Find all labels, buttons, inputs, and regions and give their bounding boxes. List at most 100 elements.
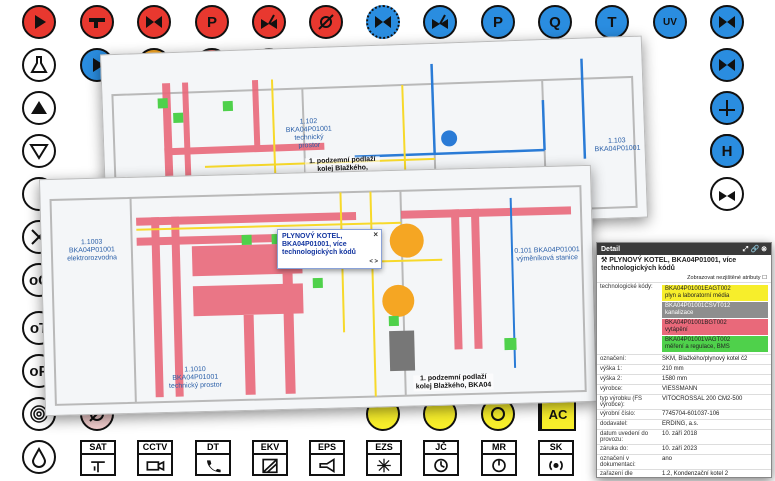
checkbox-icon[interactable]: ☐	[762, 275, 767, 281]
sat-label: SAT	[82, 442, 114, 455]
floor-plan-front-drawing	[40, 165, 596, 416]
temperature-letter: T	[607, 13, 617, 31]
uv-icon: UV	[653, 5, 687, 39]
blue-valve-right-icon	[710, 91, 744, 125]
uv-letter: UV	[663, 16, 677, 28]
attr-row: dodavatel: ERDING, a.s.	[597, 419, 771, 429]
expand-icon[interactable]: ⤢	[742, 245, 749, 253]
eps-label: EPS	[311, 442, 343, 455]
attr-value: 10. září 2018	[662, 431, 698, 437]
detail-header-tools: ⤢ 🔗 ⊗	[743, 245, 767, 254]
blue-check-valve-icon	[710, 48, 744, 82]
attr-value: ERDING, a.s.	[662, 421, 699, 427]
floor-plan-front[interactable]: 1.1003 BKA04P01001 elektrorozvodna 1.101…	[38, 164, 598, 417]
ezs-label: EZS	[368, 442, 400, 455]
flow-letter: Q	[549, 13, 561, 31]
attr-row: záruka do: 10. září 2023	[597, 444, 771, 454]
close-icon[interactable]: ⊗	[761, 245, 767, 253]
popup-text: PLYNOVÝ KOTEL, BKA04P01001, více technol…	[282, 233, 356, 256]
detail-panel[interactable]: Detail ⤢ 🔗 ⊗ ⚒ PLYNOVÝ KOTEL, BKA04P0100…	[596, 242, 772, 478]
link-icon[interactable]: 🔗	[750, 245, 760, 253]
attr-value: VIESSMANN	[662, 386, 698, 392]
popup-close-button[interactable]: ×	[373, 230, 378, 239]
room-label-d: 0.101 BKA04P01001 výměníková stanice	[514, 246, 580, 263]
show-unknown-attrs-toggle[interactable]: Zobrazovat nezjištěné atributy ☐	[597, 275, 771, 282]
object-popup[interactable]: PLYNOVÝ KOTEL, BKA04P01001, více technol…	[277, 229, 382, 269]
attr-key: výška 2:	[600, 376, 623, 382]
jc-icon: JČ	[423, 440, 459, 476]
code-value: BKA04P01001CSVT012	[665, 303, 731, 309]
attr-row: výrobce: VIESSMANN	[597, 384, 771, 394]
attr-value: 210 mm	[662, 366, 684, 372]
code-value: BKA04P01001BGT002	[665, 320, 727, 326]
attr-value: VITOCROSSAL 200 CM2-500	[662, 396, 743, 402]
attr-row: výška 2: 1580 mm	[597, 374, 771, 384]
code-value: BKA04P01001VAGT002	[665, 337, 731, 343]
blue-pressure-icon: P	[481, 5, 515, 39]
pump-icon	[22, 5, 56, 39]
attr-row: typ výrobku (FS výrobce): VITOCROSSAL 200…	[597, 394, 771, 409]
blue-valve-icon	[710, 5, 744, 39]
room-label-a: 1.102 BKA04P01001 technický prostor	[285, 117, 332, 150]
code-desc: plyn a laboratorní média	[665, 293, 730, 299]
attr-key: záruka do:	[600, 446, 629, 452]
attr-value: ano	[662, 456, 673, 462]
attr-key: výrobní číslo:	[600, 411, 636, 417]
sk-label: SK	[540, 442, 572, 455]
check-valve-white-icon	[710, 177, 744, 211]
h-letter: H	[721, 142, 733, 160]
attr-key: typ výrobku (FS výrobce):	[600, 396, 643, 408]
code-desc: měření a regulace, BMS	[665, 344, 730, 350]
popup-nav-buttons[interactable]: < >	[369, 259, 378, 265]
mr-icon: MR	[481, 440, 517, 476]
triangle-down-icon	[22, 134, 56, 168]
ekv-icon: EKV	[252, 440, 288, 476]
floor-label-bottom: 1. podzemní podlaží kolej Blažkého, BKA0…	[413, 373, 494, 392]
codes-key: technologické kódy:	[600, 284, 653, 290]
gear-valve-icon	[366, 5, 400, 39]
attr-row: zařazení dle dokumentace: 1.2, Kondenzačn…	[597, 469, 771, 477]
cctv-label: CCTV	[139, 442, 171, 455]
attr-row: označení: SKM, Blažkého/plynový kotel č2	[597, 354, 771, 364]
dt-label: DT	[197, 442, 229, 455]
attr-key: označení v dokumentaci:	[600, 456, 636, 468]
temperature-icon: T	[595, 5, 629, 39]
pressure-icon: P	[195, 5, 229, 39]
code-value: BKA04P01001EAGT002	[665, 286, 731, 292]
code-desc: kanalizace	[665, 310, 694, 316]
attr-value: 10. září 2023	[662, 446, 698, 452]
code-desc: vytápění	[665, 327, 688, 333]
triangle-up-icon	[22, 91, 56, 125]
attr-key: datum uvedení do provozu:	[600, 431, 649, 443]
attr-row: výrobní číslo: 7745704-601037-106	[597, 409, 771, 419]
attr-value: 7745704-601037-106	[662, 411, 720, 417]
dt-icon: DT	[195, 440, 231, 476]
attr-key: výrobce:	[600, 386, 623, 392]
show-unknown-attrs-label: Zobrazovat nezjištěné atributy	[687, 275, 761, 281]
attr-row: označení v dokumentaci: ano	[597, 454, 771, 469]
object-type-icon: ⚒	[601, 257, 608, 264]
flask-icon	[22, 48, 56, 82]
attr-key: označení:	[600, 356, 627, 362]
attr-value: 1580 mm	[662, 376, 688, 382]
mr-label: MR	[483, 442, 515, 455]
attr-key: zařazení dle dokumentace:	[600, 471, 633, 477]
pressure-letter: P	[206, 13, 217, 31]
cctv-icon: CCTV	[137, 440, 173, 476]
attr-value: SKM, Blažkého/plynový kotel č2	[662, 356, 748, 362]
ac-label: AC	[548, 406, 568, 422]
hydrant-h-icon: H	[710, 134, 744, 168]
attr-value: 1.2, Kondenzační kotel 2	[662, 471, 729, 477]
detail-title-text: PLYNOVÝ KOTEL, BKA04P01001, více technol…	[601, 257, 737, 272]
room-label-b: 1.1003 BKA04P01001 elektrorozvodna	[67, 238, 118, 263]
attr-key: dodavatel:	[600, 421, 628, 427]
sk-icon: SK	[538, 440, 574, 476]
regulator-icon	[309, 5, 343, 39]
ezs-icon: EZS	[366, 440, 402, 476]
